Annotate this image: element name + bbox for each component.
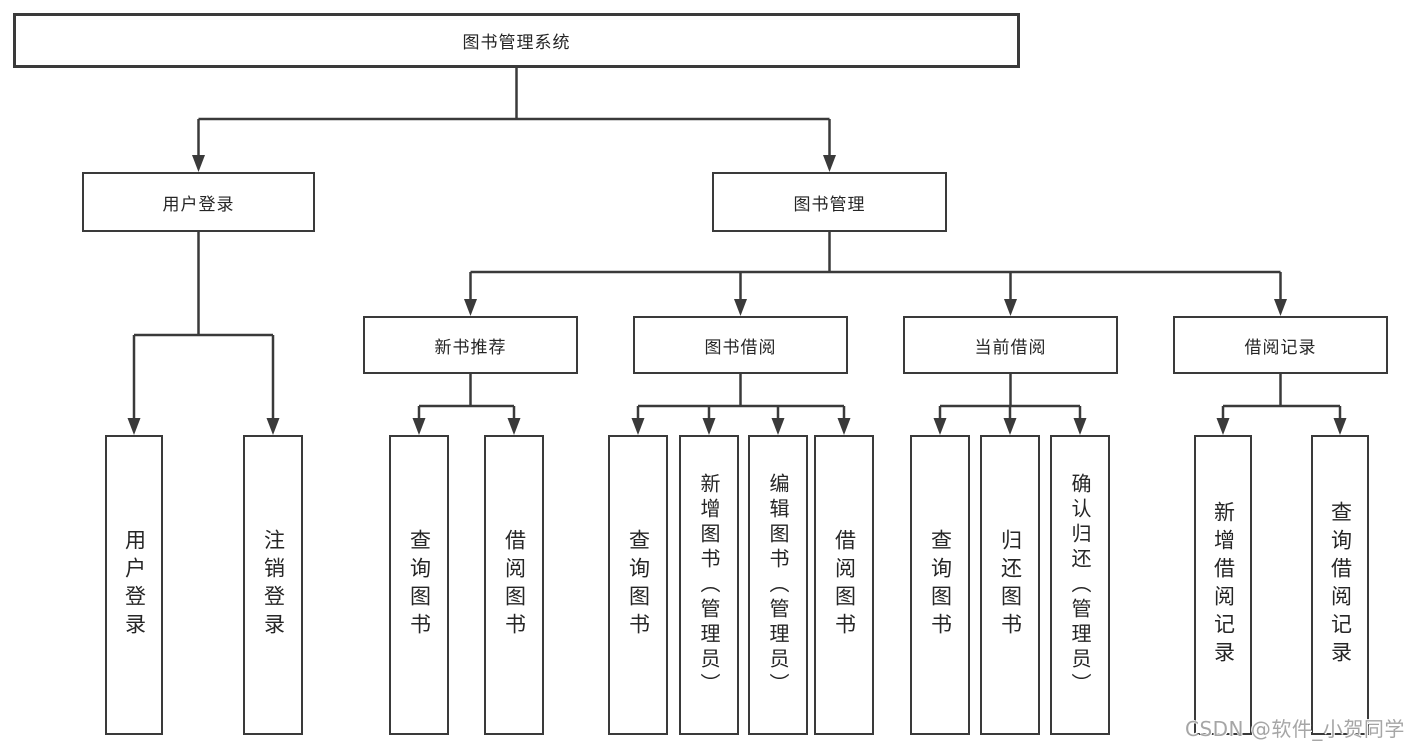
leaf-edit-books-admin: 编辑图书（管理员） bbox=[748, 435, 808, 735]
node-book-borrowing: 图书借阅 bbox=[633, 316, 848, 374]
leaf-query-borrow-record: 查询借阅记录 bbox=[1311, 435, 1369, 735]
leaf-confirm-return-admin: 确认归还（管理员） bbox=[1050, 435, 1110, 735]
leaf-user-login: 用户登录 bbox=[105, 435, 163, 735]
leaf-add-borrow-record-label: 新增借阅记录 bbox=[1211, 501, 1236, 669]
node-new-book-recommend: 新书推荐 bbox=[363, 316, 578, 374]
node-book-management-label: 图书管理 bbox=[793, 194, 866, 215]
leaf-query-books-current: 查询图书 bbox=[910, 435, 970, 735]
leaf-borrow-books: 借阅图书 bbox=[814, 435, 874, 735]
leaf-borrow-books-recommend: 借阅图书 bbox=[484, 435, 544, 735]
leaf-confirm-return-admin-label: 确认归还（管理员） bbox=[1068, 472, 1092, 698]
node-borrowing-records-label: 借阅记录 bbox=[1244, 337, 1317, 358]
leaf-query-books-current-label: 查询图书 bbox=[928, 529, 953, 641]
node-user-login-label: 用户登录 bbox=[162, 194, 235, 215]
leaf-query-borrow-record-label: 查询借阅记录 bbox=[1328, 501, 1353, 669]
node-current-borrowing-label: 当前借阅 bbox=[974, 337, 1047, 358]
leaf-query-books-recommend: 查询图书 bbox=[389, 435, 449, 735]
leaf-query-books-borrowing: 查询图书 bbox=[608, 435, 668, 735]
node-borrowing-records: 借阅记录 bbox=[1173, 316, 1388, 374]
node-user-login: 用户登录 bbox=[82, 172, 315, 232]
leaf-add-borrow-record: 新增借阅记录 bbox=[1194, 435, 1252, 735]
node-current-borrowing: 当前借阅 bbox=[903, 316, 1118, 374]
node-new-book-recommend-label: 新书推荐 bbox=[434, 337, 507, 358]
csdn-watermark: CSDN @软件_小贺同学 bbox=[1185, 717, 1405, 741]
node-book-borrowing-label: 图书借阅 bbox=[704, 337, 777, 358]
leaf-query-books-borrowing-label: 查询图书 bbox=[626, 529, 651, 641]
leaf-add-books-admin-label: 新增图书（管理员） bbox=[697, 472, 721, 698]
leaf-edit-books-admin-label: 编辑图书（管理员） bbox=[766, 472, 790, 698]
leaf-query-books-recommend-label: 查询图书 bbox=[407, 529, 432, 641]
node-book-management: 图书管理 bbox=[712, 172, 947, 232]
leaf-borrow-books-recommend-label: 借阅图书 bbox=[502, 529, 527, 641]
node-root-label: 图书管理系统 bbox=[462, 33, 571, 53]
leaf-borrow-books-label: 借阅图书 bbox=[832, 529, 857, 641]
leaf-user-login-label: 用户登录 bbox=[122, 529, 147, 641]
leaf-return-books: 归还图书 bbox=[980, 435, 1040, 735]
leaf-add-books-admin: 新增图书（管理员） bbox=[679, 435, 739, 735]
leaf-logout: 注销登录 bbox=[243, 435, 303, 735]
node-root-library-management-system: 图书管理系统 bbox=[13, 13, 1020, 68]
leaf-logout-label: 注销登录 bbox=[261, 529, 286, 641]
leaf-return-books-label: 归还图书 bbox=[998, 529, 1023, 641]
